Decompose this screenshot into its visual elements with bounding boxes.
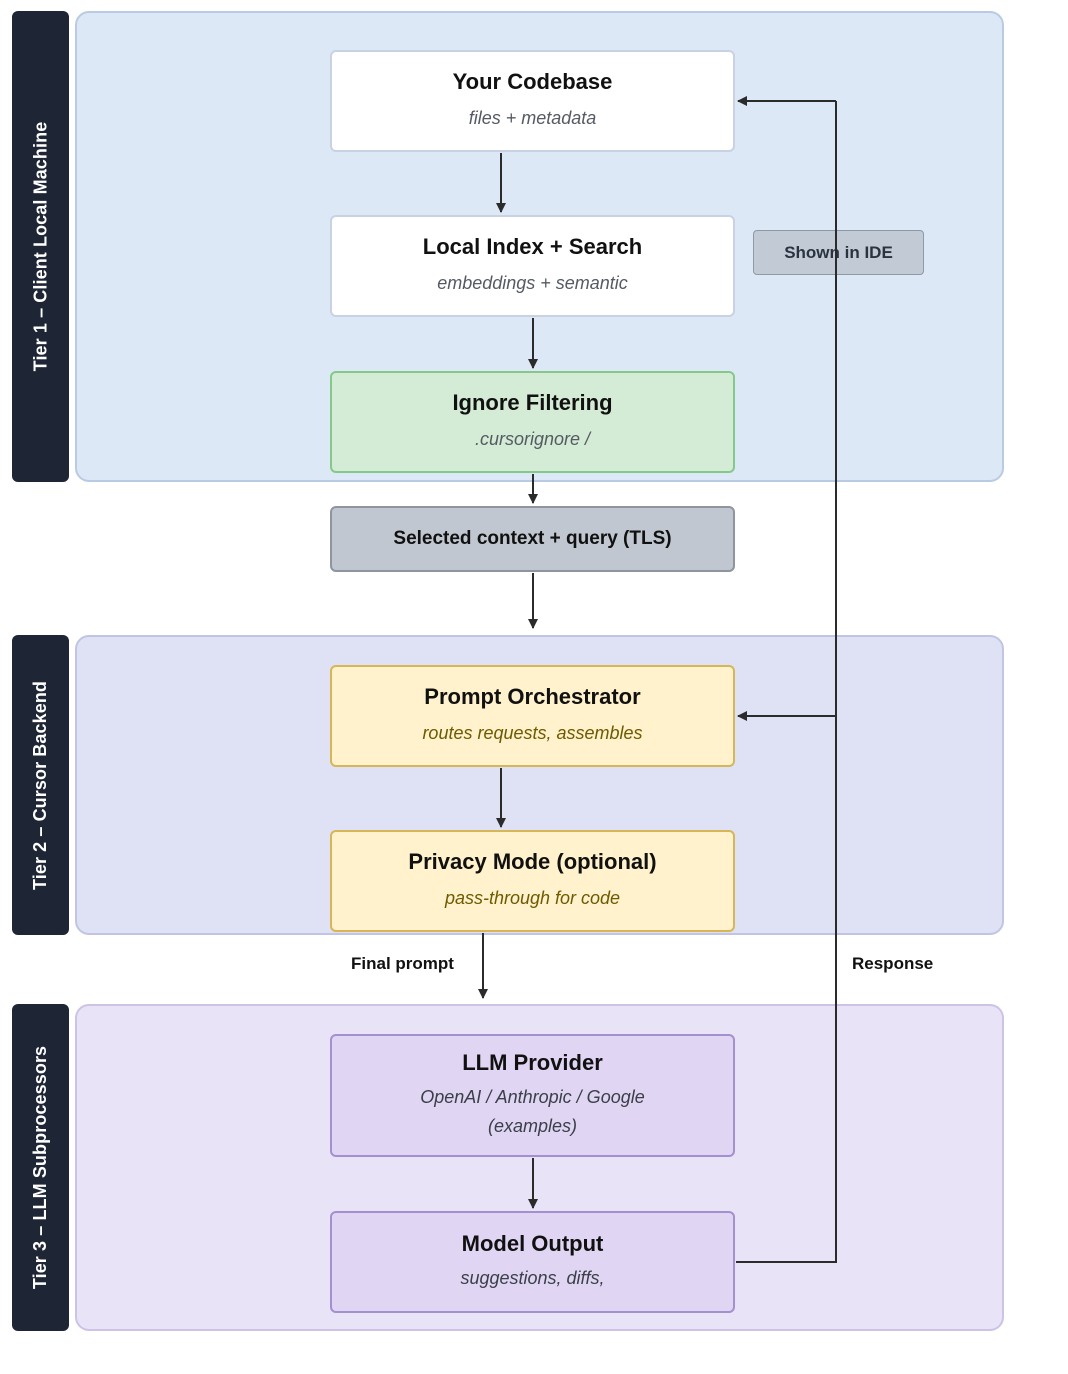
tier-1-label: Tier 1 – Client Local Machine	[12, 11, 69, 482]
final-prompt-label: Final prompt	[351, 954, 454, 973]
prompt-orchestrator-node: Prompt Orchestrator routes requests, ass…	[330, 665, 735, 767]
response-line	[736, 101, 837, 1263]
tier-2-label: Tier 2 – Cursor Backend	[12, 635, 69, 935]
prompt-orchestrator-title: Prompt Orchestrator	[424, 683, 641, 709]
shown-in-ide-text: Shown in IDE	[784, 242, 893, 262]
codebase-subtitle: files + metadata	[468, 108, 597, 129]
privacy-mode-title: Privacy Mode (optional)	[408, 848, 657, 874]
llm-provider-subtitle: OpenAI / Anthropic / Google (examples)	[420, 1086, 645, 1136]
response-label: Response	[852, 954, 934, 973]
selected-context-node: Selected context + query (TLS)	[330, 506, 735, 572]
prompt-orchestrator-subtitle: routes requests, assembles	[422, 723, 643, 744]
shown-in-ide-badge: Shown in IDE	[753, 230, 924, 275]
model-output-title: Model Output	[461, 1231, 604, 1257]
selected-context-title: Selected context + query (TLS)	[393, 527, 672, 549]
codebase-node: Your Codebase files + metadata	[330, 50, 735, 152]
ignore-filtering-subtitle: .cursorignore /	[474, 429, 591, 450]
local-index-title: Local Index + Search	[422, 233, 643, 259]
ignore-filtering-title: Ignore Filtering	[452, 389, 613, 415]
llm-provider-node: LLM Provider OpenAI / Anthropic / Google…	[330, 1034, 735, 1157]
privacy-mode-subtitle: pass-through for code	[444, 888, 621, 909]
model-output-node: Model Output suggestions, diffs,	[330, 1211, 735, 1313]
local-index-node: Local Index + Search embeddings + semant…	[330, 215, 735, 317]
ignore-filtering-node: Ignore Filtering .cursorignore /	[330, 371, 735, 473]
tier-3-label: Tier 3 – LLM Subprocessors	[12, 1004, 69, 1331]
model-output-subtitle: suggestions, diffs,	[460, 1267, 605, 1288]
codebase-title: Your Codebase	[452, 68, 613, 94]
privacy-mode-node: Privacy Mode (optional) pass-through for…	[330, 830, 735, 932]
llm-provider-title: LLM Provider	[462, 1050, 603, 1076]
local-index-subtitle: embeddings + semantic	[437, 273, 628, 294]
